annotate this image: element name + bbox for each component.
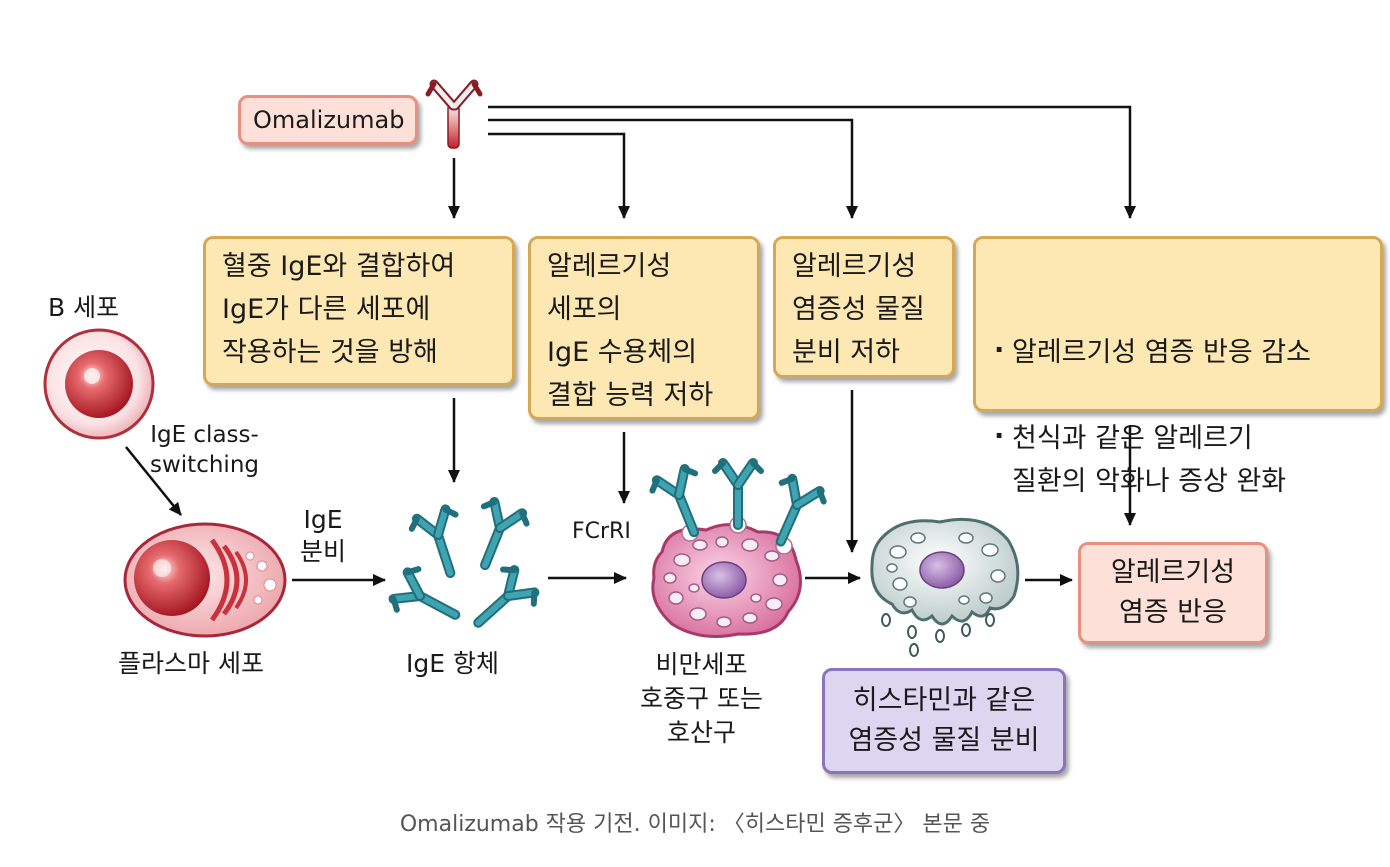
drug-connectors: [448, 105, 1136, 219]
receptor-label: FCrRI: [572, 519, 631, 544]
box-down-arrows: [448, 390, 1136, 553]
ige-antibody-label: IgE 항체: [406, 649, 499, 678]
ige-antibody-cluster-icon: [390, 499, 540, 640]
mast-cell-label: 비만세포 호중구 또는 호산구: [640, 650, 763, 747]
class-switching-label: IgE class- switching: [150, 422, 259, 478]
b-cell-label: B 세포: [48, 293, 120, 322]
mast-cell-icon: [649, 463, 827, 638]
omalizumab-label: Omalizumab: [238, 95, 418, 145]
effect-item: 알레르기성 염증 반응 감소: [992, 329, 1364, 374]
box-clinical-effects: 알레르기성 염증 반응 감소 천식과 같은 알레르기 질환의 악화나 증상 완화: [973, 236, 1383, 497]
ige-secretion-label: IgE 분비: [300, 505, 347, 566]
box-receptor-binding: 알레르기성 세포의 IgE 수용체의 결합 능력 저하: [528, 236, 760, 420]
box-mediator-release: 알레르기성 염증성 물질 분비 저하: [773, 236, 955, 378]
box-allergic-response: 알레르기성 염증 반응: [1078, 542, 1268, 644]
clinical-effects-list: 알레르기성 염증 반응 감소 천식과 같은 알레르기 질환의 악화나 증상 완화: [992, 288, 1364, 546]
plasma-cell-label: 플라스마 세포: [118, 649, 264, 678]
degranulating-cell-icon: [870, 517, 1020, 657]
flow-arrows: [125, 446, 1073, 586]
plasma-cell-icon: [123, 522, 287, 638]
b-cell-icon: [43, 328, 155, 440]
box-block-ige: 혈중 IgE와 결합하여 IgE가 다른 세포에 작용하는 것을 방해: [203, 236, 515, 386]
figure-caption: Omalizumab 작용 기전. 이미지: 〈히스타민 증후군〉 본문 중: [399, 812, 991, 837]
omalizumab-antibody-icon: [425, 79, 483, 149]
effect-item: 천식과 같은 알레르기 질환의 악화나 증상 완화: [992, 415, 1364, 503]
box-histamine-release: 히스타민과 같은 염증성 물질 분비: [822, 668, 1066, 774]
